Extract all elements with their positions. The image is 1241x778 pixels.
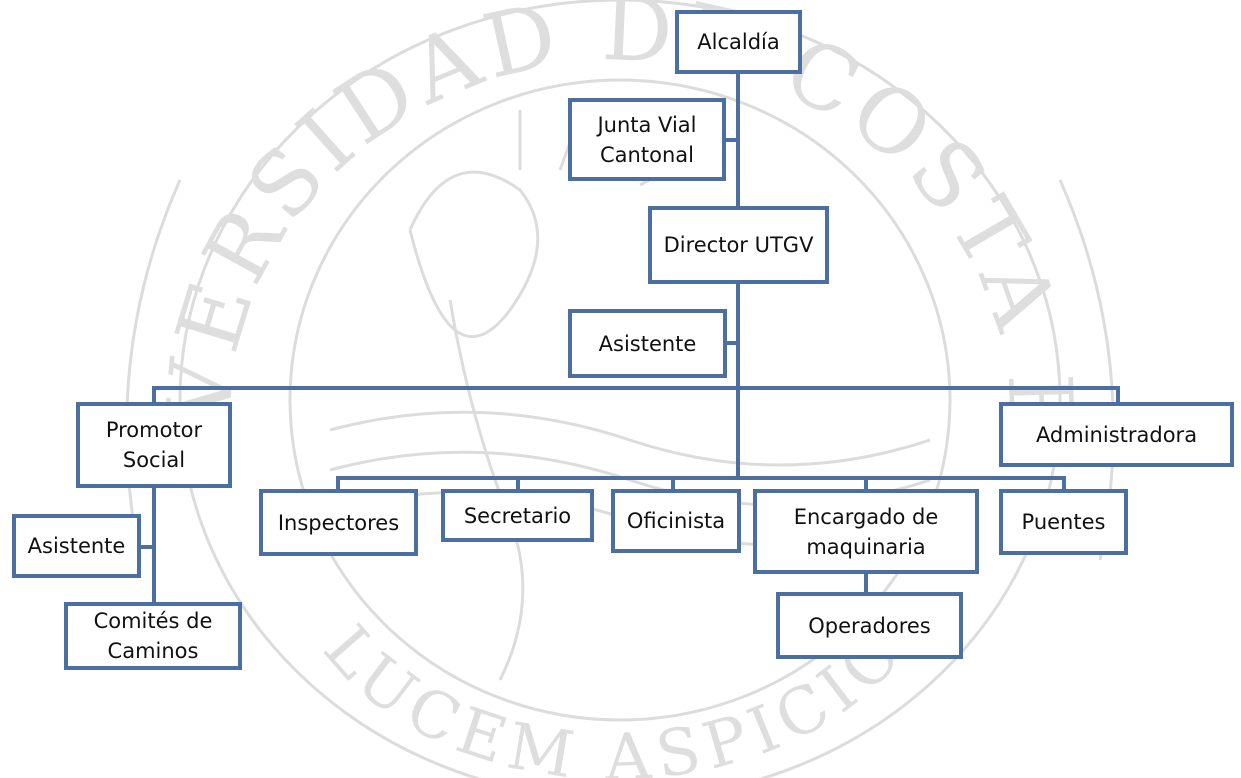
node-asistente-promotor: Asistente [12, 514, 141, 578]
node-oficinista: Oficinista [611, 489, 741, 553]
node-comites-de-caminos: Comités de Caminos [64, 602, 242, 670]
node-administradora: Administradora [999, 402, 1234, 467]
node-alcaldia: Alcaldía [675, 10, 802, 74]
node-encargado-maquinaria: Encargado de maquinaria [753, 489, 979, 574]
node-inspectores: Inspectores [259, 489, 418, 556]
node-puentes: Puentes [999, 489, 1128, 555]
node-operadores: Operadores [776, 592, 963, 659]
node-junta-vial-cantonal: Junta Vial Cantonal [568, 98, 726, 181]
node-director-utgv: Director UTGV [648, 206, 829, 284]
node-asistente-director: Asistente [568, 309, 727, 378]
node-promotor-social: Promotor Social [76, 402, 232, 488]
node-secretario: Secretario [441, 489, 594, 542]
